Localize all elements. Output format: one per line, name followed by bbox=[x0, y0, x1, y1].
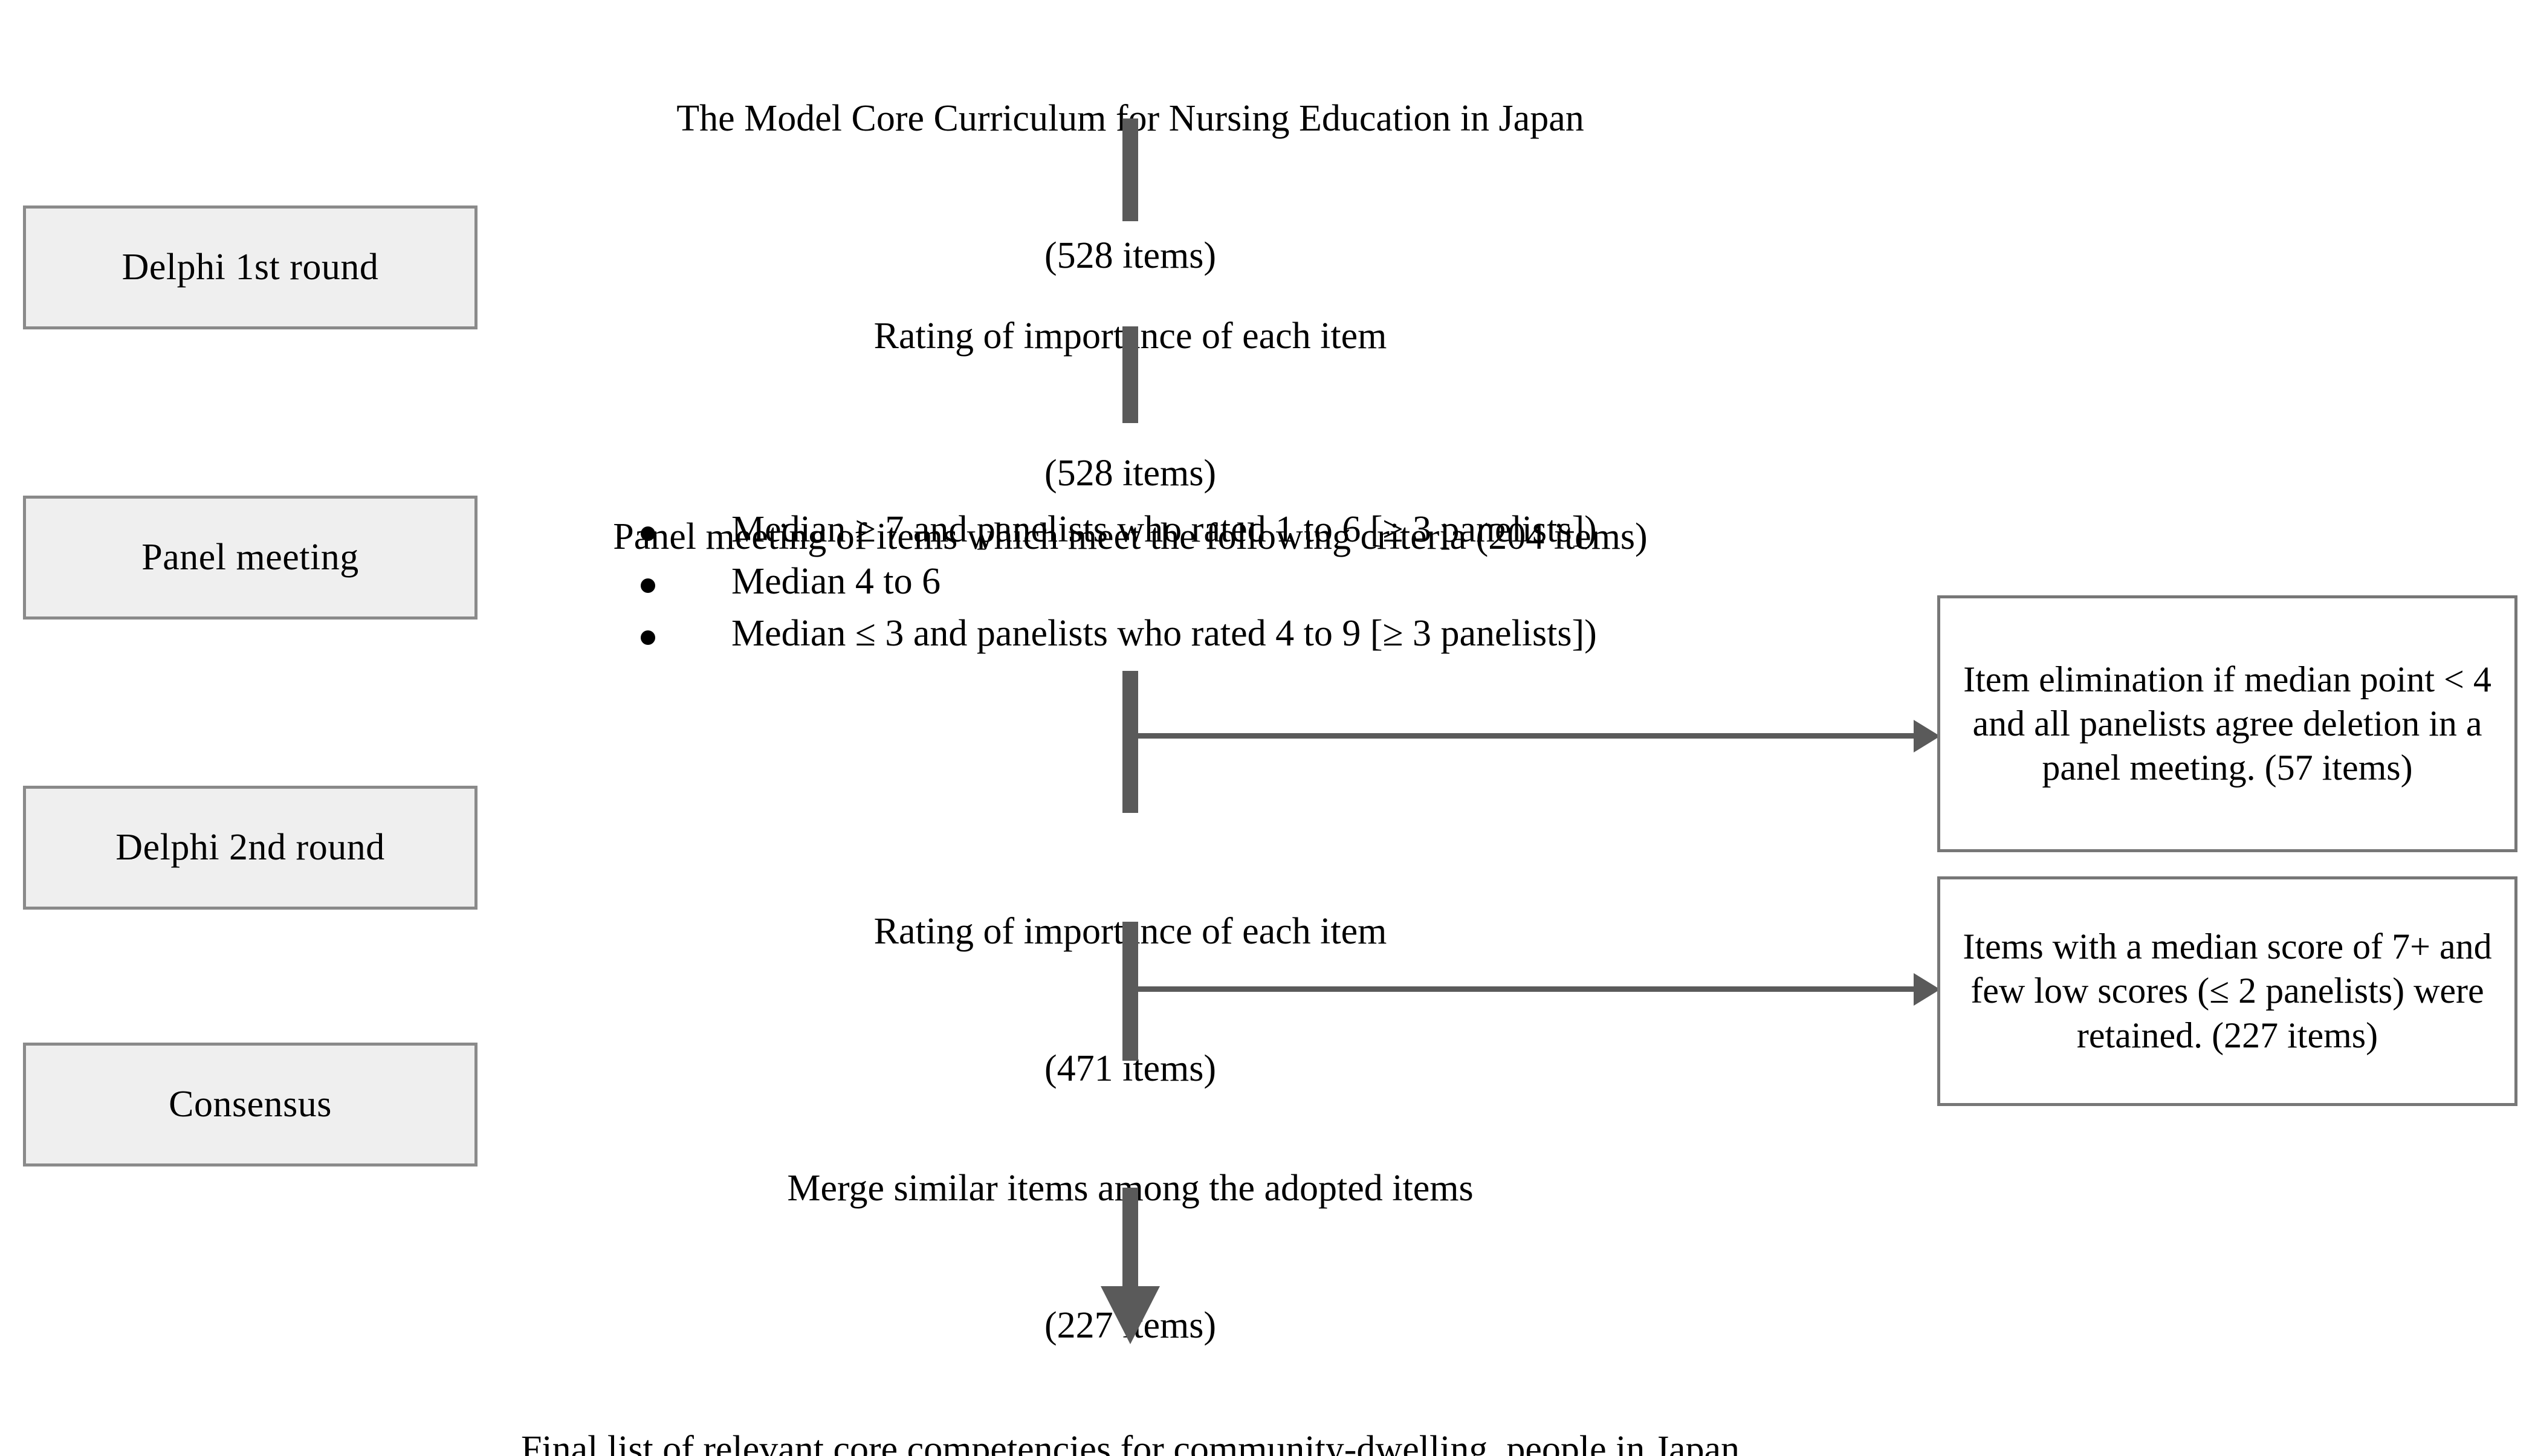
step-panel-meeting-heading-text: Panel meeting of items which meet the fo… bbox=[613, 516, 1648, 558]
step-rating-round1-line1: Rating of importance of each item bbox=[873, 315, 1387, 357]
arrow-head-icon bbox=[1914, 720, 1940, 752]
outcome-count: (57 items) bbox=[2264, 748, 2413, 788]
step-final-list: Final list of relevant core competencies… bbox=[242, 1336, 2019, 1456]
arrow-head-icon bbox=[1914, 973, 1940, 1006]
criteria-item: Median 4 to 6 bbox=[641, 563, 1970, 600]
step-rating-round2-count: (471 items) bbox=[1044, 1048, 1217, 1090]
outcome-line: panel meeting. bbox=[2042, 748, 2256, 788]
outcome-line: 7+ and few low scores bbox=[1970, 927, 2492, 1011]
criteria-item-text: Median 4 to 6 bbox=[731, 561, 941, 602]
criteria-item-text: Median ≥ 7 and panelists who rated 1 to … bbox=[731, 509, 1597, 550]
stage-box-delphi-2nd-round: Delphi 2nd round bbox=[23, 786, 478, 910]
step-panel-meeting-heading: Panel meeting of items which meet the fo… bbox=[423, 423, 1837, 652]
stage-box-label: Consensus bbox=[169, 1084, 332, 1125]
outcome-line: Item elimination bbox=[1963, 659, 2204, 699]
stage-box-label: Panel meeting bbox=[141, 537, 359, 578]
stage-box-consensus: Consensus bbox=[23, 1043, 478, 1166]
outcome-line: if median point < 4 and all bbox=[1972, 659, 2491, 743]
step-rating-round1: Rating of importance of each item (528 i… bbox=[459, 222, 1801, 588]
step-rating-round1-count: (528 items) bbox=[1044, 453, 1217, 494]
branch-connector-retained bbox=[1130, 986, 1931, 992]
outcome-line: panelists agree deletion in a bbox=[2079, 703, 2482, 743]
criteria-item-text: Median ≤ 3 and panelists who rated 4 to … bbox=[731, 613, 1597, 654]
flowchart-title-count: (528 items) bbox=[1044, 235, 1217, 277]
stage-box-panel-meeting: Panel meeting bbox=[23, 496, 478, 620]
outcome-box-text: Item elimination if median point < 4 and… bbox=[1940, 658, 2514, 791]
connector-trunk-2 bbox=[1122, 326, 1138, 423]
step-rating-round2-line1: Rating of importance of each item bbox=[873, 911, 1387, 953]
outcome-box-item-elimination: Item elimination if median point < 4 and… bbox=[1937, 595, 2517, 852]
outcome-line: Items with a median score of bbox=[1963, 927, 2383, 967]
outcome-line: (≤ 2 panelists) were retained. bbox=[2076, 971, 2484, 1055]
connector-trunk-5 bbox=[1122, 1188, 1138, 1290]
criteria-item: Median ≥ 7 and panelists who rated 1 to … bbox=[641, 511, 1970, 548]
stage-box-label: Delphi 2nd round bbox=[115, 827, 385, 869]
stage-box-delphi-1st-round: Delphi 1st round bbox=[23, 205, 478, 329]
outcome-box-text: Items with a median score of 7+ and few … bbox=[1940, 925, 2514, 1058]
criteria-item: Median ≤ 3 and panelists who rated 4 to … bbox=[641, 615, 1970, 652]
step-merge-items-line1: Merge similar items among the adopted it… bbox=[787, 1168, 1474, 1209]
branch-connector-elimination bbox=[1130, 733, 1931, 739]
step-rating-round2: Rating of importance of each item (471 i… bbox=[459, 818, 1801, 1183]
outcome-count: (227 items) bbox=[2212, 1015, 2378, 1055]
arrow-head-down-icon bbox=[1101, 1286, 1160, 1344]
outcome-box-items-retained: Items with a median score of 7+ and few … bbox=[1937, 876, 2517, 1106]
criteria-list: Median ≥ 7 and panelists who rated 1 to … bbox=[641, 511, 1970, 667]
connector-trunk-3 bbox=[1122, 671, 1138, 813]
step-final-list-line1: Final list of relevant core competencies… bbox=[520, 1429, 1740, 1456]
stage-box-label: Delphi 1st round bbox=[121, 247, 379, 288]
connector-trunk-1 bbox=[1122, 118, 1138, 221]
